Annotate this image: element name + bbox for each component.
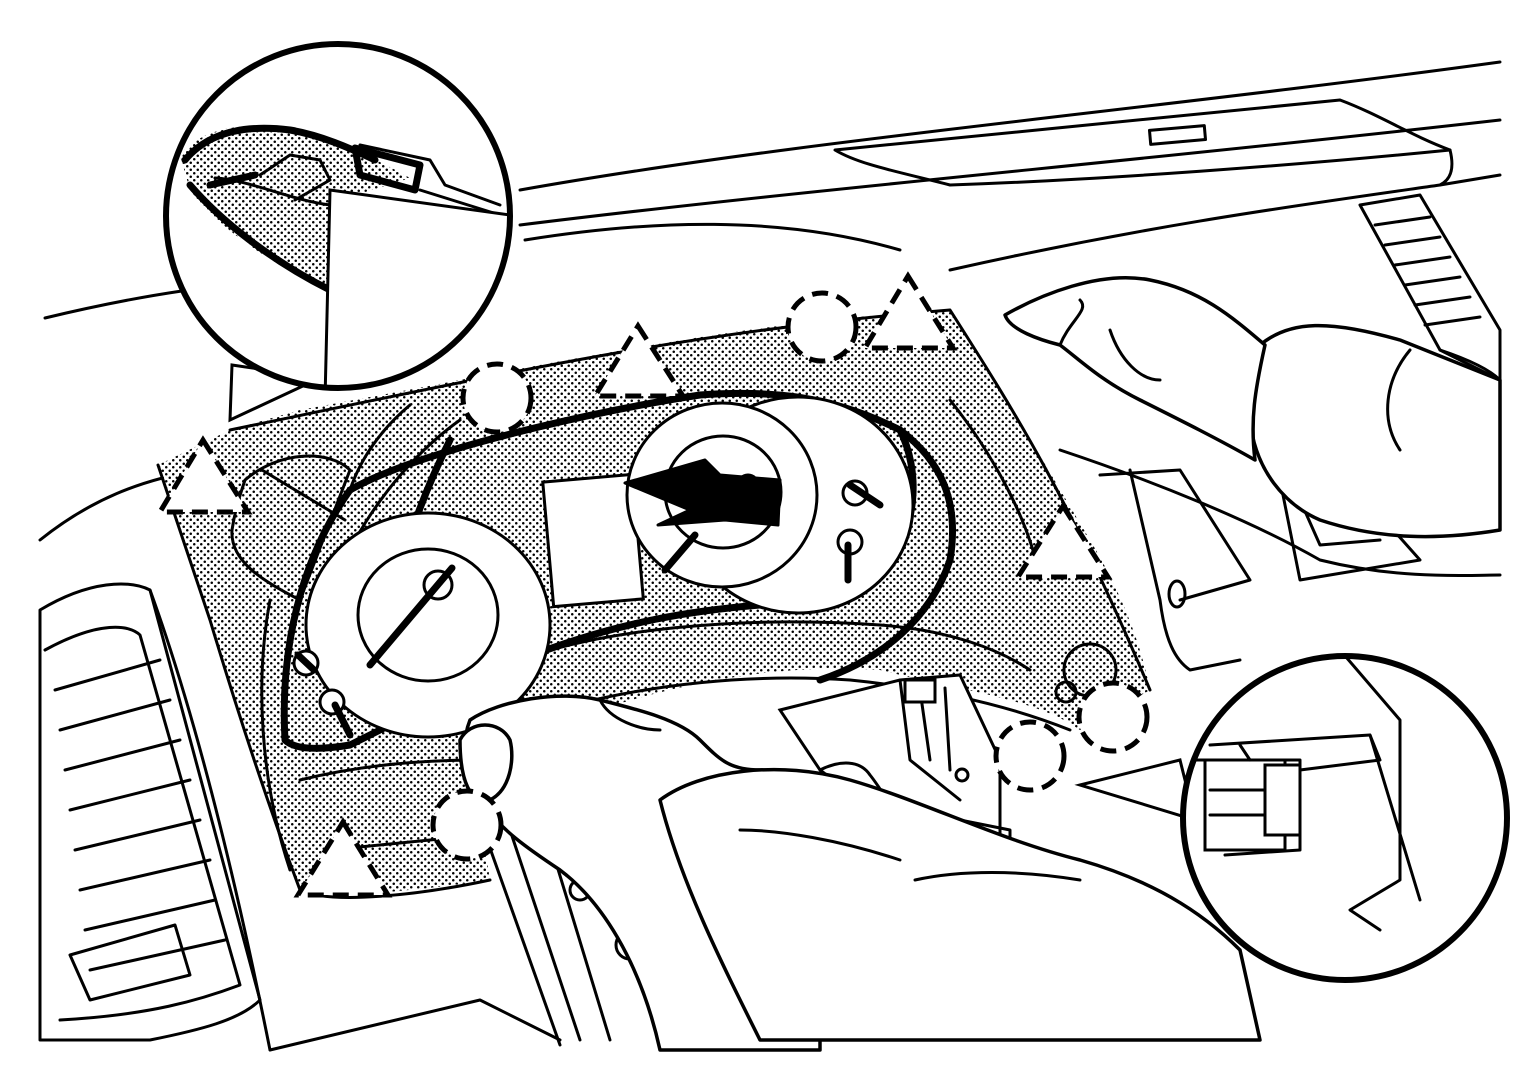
small-gauge-knobs bbox=[292, 479, 1118, 739]
gauge-tachometer bbox=[304, 511, 552, 739]
callout-upper-left-detail bbox=[163, 41, 513, 423]
lower-hand bbox=[458, 694, 1262, 1052]
callout-lower-right-detail bbox=[1074, 653, 1510, 983]
gauge-speedometer bbox=[625, 395, 915, 615]
pull-direction-arrow bbox=[623, 458, 782, 527]
clip-markers-circles bbox=[430, 290, 1150, 862]
clip-markers-triangles bbox=[155, 271, 1113, 898]
